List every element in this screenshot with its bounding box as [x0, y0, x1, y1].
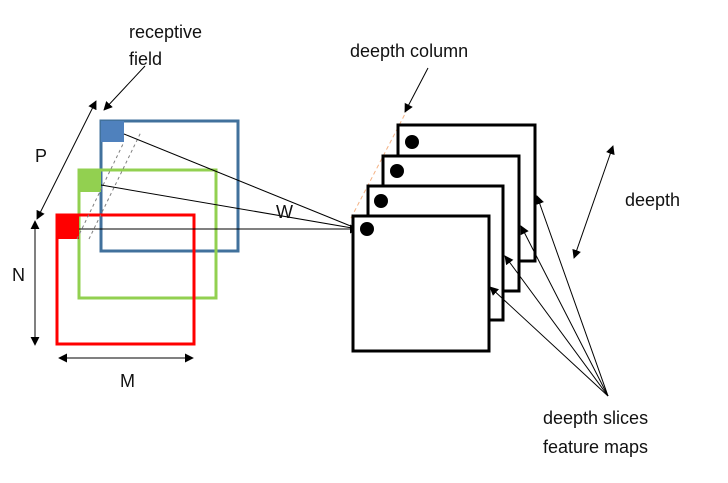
p-dimension-label: P: [35, 146, 48, 166]
feature-map-1: [351, 214, 491, 353]
input-volume: [55, 119, 240, 346]
slice-pointers: [489, 195, 609, 397]
output-volume: [351, 123, 537, 353]
slice-pointer-3: [520, 225, 609, 397]
weights-label: W: [276, 202, 293, 222]
depth-slices-label-line2: feature maps: [543, 437, 649, 457]
projection-line-back: [123, 133, 359, 230]
depth-column-label: deepth column: [350, 41, 469, 61]
receptive-field-label-line1: receptive: [129, 22, 203, 42]
depth-slices-label-line1: deepth slices: [543, 408, 649, 428]
slice-pointer-2: [504, 255, 609, 397]
projection-lines: [79, 133, 359, 234]
input-channel-front: [55, 213, 196, 346]
receptive-field-back: [101, 121, 124, 142]
receptive-field-middle: [79, 170, 101, 192]
n-dimension-label: N: [12, 265, 25, 285]
receptive-field-pointer: [103, 65, 146, 111]
depth-arrow: [572, 145, 615, 259]
feature-map-1-neuron: [360, 222, 374, 236]
m-dimension-label: M: [120, 371, 135, 391]
slice-pointer-4: [535, 195, 609, 397]
depth-label: deepth: [625, 190, 681, 210]
feature-map-3-neuron: [390, 164, 404, 178]
receptive-field-front: [57, 215, 79, 239]
feature-map-4-neuron: [405, 135, 419, 149]
depth-column-pointer: [404, 67, 429, 113]
projection-line-middle: [100, 184, 359, 230]
receptive-field-label-line2: field: [129, 49, 163, 69]
feature-map-2-neuron: [374, 194, 388, 208]
receptive-guide-right: [88, 131, 142, 240]
slice-pointer-1: [489, 286, 609, 397]
p-arrow: [36, 100, 97, 220]
